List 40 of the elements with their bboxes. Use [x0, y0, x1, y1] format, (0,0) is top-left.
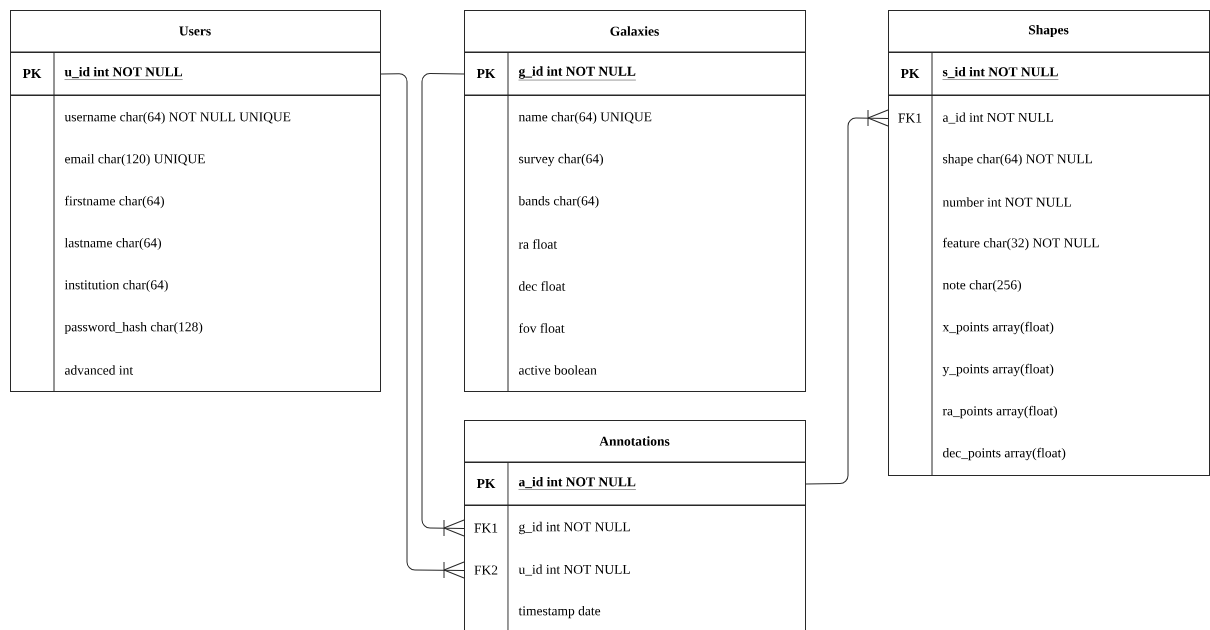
field-label: feature char(32) NOT NULL	[942, 237, 1099, 251]
field-label: firstname char(64)	[64, 195, 164, 209]
field-label: lastname char(64)	[64, 237, 161, 251]
key-label: PK	[476, 479, 496, 488]
field-label: y_points array(float)	[942, 363, 1054, 377]
field-label: a_id int NOT NULL	[518, 476, 637, 490]
key-label: FK2	[474, 565, 498, 575]
relationship-line	[380, 73, 465, 579]
field-label: g_id int NOT NULL	[518, 66, 637, 81]
field-label: email char(120) UNIQUE	[65, 153, 205, 167]
field-label: shape char(64) NOT NULL	[943, 153, 1092, 167]
field-label: active boolean	[519, 365, 597, 375]
key-label: FK1	[474, 523, 498, 533]
field-label: u_id int NOT NULL	[64, 66, 183, 80]
field-label: u_id int NOT NULL	[518, 564, 630, 576]
field-label: dec float	[519, 281, 566, 291]
field-label: institution char(64)	[64, 279, 168, 293]
field-label: ra float	[518, 239, 558, 249]
field-label: s_id int NOT NULL	[942, 66, 1059, 80]
field-label: x_points array(float)	[942, 321, 1054, 335]
field-label: advanced int	[64, 365, 134, 375]
field-label: dec_points array(float)	[943, 447, 1066, 461]
field-label: ra_points array(float)	[942, 405, 1057, 419]
key-label: FK1	[898, 113, 922, 123]
field-label: a_id int NOT NULL	[943, 112, 1054, 124]
relationship-line	[805, 109, 889, 485]
field-label: bands char(64)	[518, 195, 599, 209]
field-label: name char(64) UNIQUE	[518, 111, 652, 125]
field-label: password_hash char(128)	[64, 321, 203, 335]
field-label: fov float	[518, 323, 565, 333]
field-label: g_id int NOT NULL	[519, 521, 630, 535]
field-label: number int NOT NULL	[942, 197, 1072, 207]
field-label: timestamp date	[518, 605, 601, 619]
field-label: note char(256)	[942, 279, 1021, 293]
field-label: username char(64) NOT NULL UNIQUE	[64, 111, 291, 125]
key-label: PK	[476, 69, 496, 78]
key-label: PK	[22, 69, 42, 78]
relationship-line	[421, 73, 465, 537]
field-label: survey char(64)	[519, 153, 603, 167]
key-label: PK	[900, 69, 920, 78]
